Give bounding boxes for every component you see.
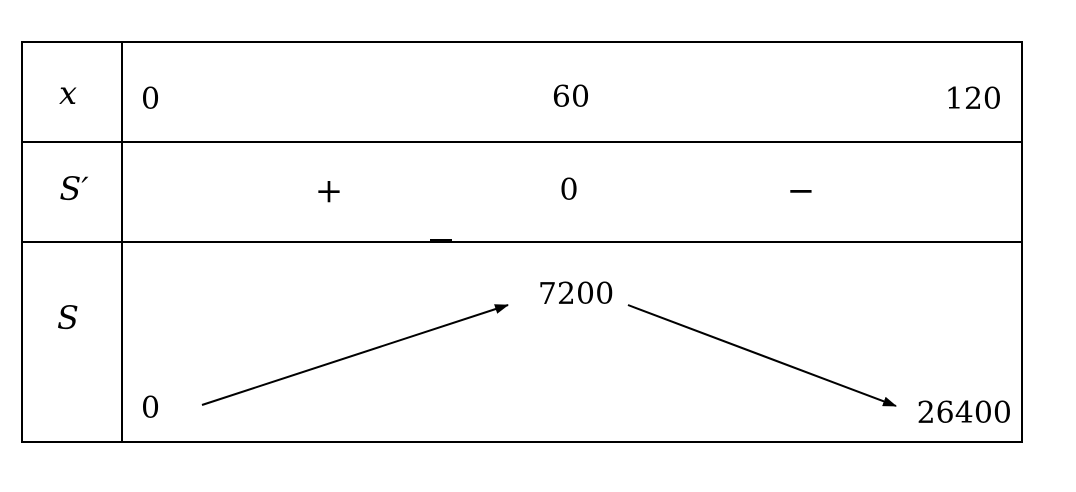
x-value-end: 120	[945, 82, 1002, 117]
x-row-label: x	[59, 74, 77, 112]
derivative-row-label: S′	[59, 170, 89, 208]
derivative-sign-negative: −	[787, 171, 816, 211]
x-value-start: 0	[141, 82, 160, 117]
function-row-label: S	[57, 299, 79, 337]
derivative-zero: 0	[559, 173, 578, 208]
derivative-row: S′ + 0 −	[59, 170, 815, 211]
function-row: S 0 7200 26400	[57, 277, 1012, 431]
function-value-start: 0	[141, 391, 160, 426]
table-grid	[21, 41, 1023, 443]
x-row: x 0 60 120	[59, 74, 1002, 117]
decreasing-arrow	[627, 304, 897, 407]
function-value-end: 26400	[917, 396, 1012, 431]
derivative-sign-positive: +	[315, 171, 344, 211]
increasing-arrow	[201, 304, 509, 406]
x-value-middle: 60	[552, 80, 590, 115]
function-value-max: 7200	[538, 277, 614, 312]
